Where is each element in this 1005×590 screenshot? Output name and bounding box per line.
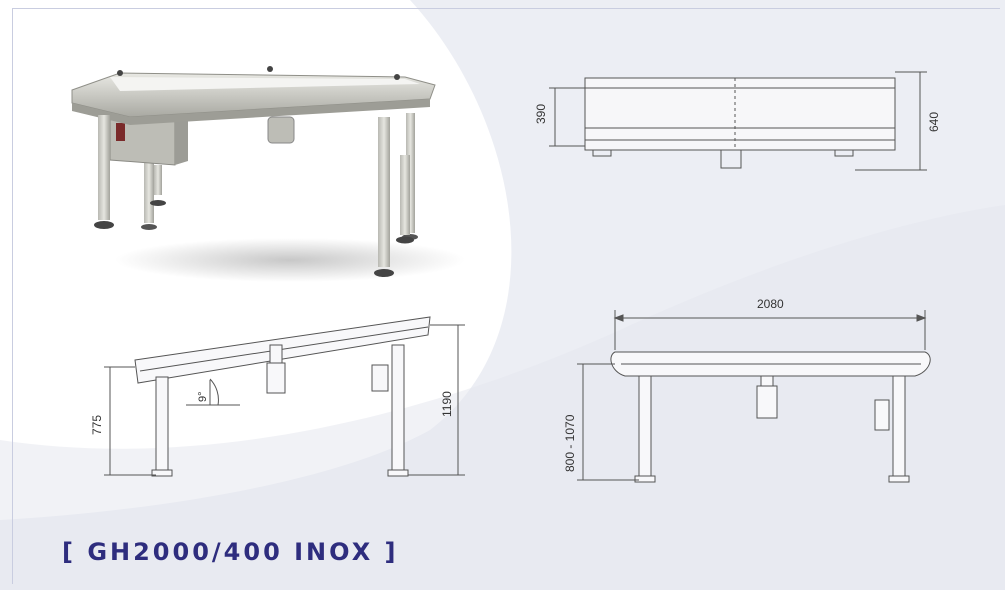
dim-2080: 2080 xyxy=(757,297,784,311)
conveyor-photo xyxy=(71,66,465,282)
dim-height-range: 800 - 1070 xyxy=(563,414,577,472)
dim-390: 390 xyxy=(534,104,548,124)
model-title: [ GH2000/400 INOX ] xyxy=(62,538,399,566)
incline-view-drawing: 775 1190 9° xyxy=(90,316,465,477)
dim-640: 640 xyxy=(927,112,941,132)
side-view-drawing: 2080 800 - 1070 xyxy=(563,297,931,483)
top-view-drawing: 390 640 xyxy=(534,71,941,171)
dim-1190: 1190 xyxy=(440,391,454,417)
dim-775: 775 xyxy=(90,415,104,435)
dim-angle: 9° xyxy=(197,391,209,402)
page-frame xyxy=(12,8,1000,584)
